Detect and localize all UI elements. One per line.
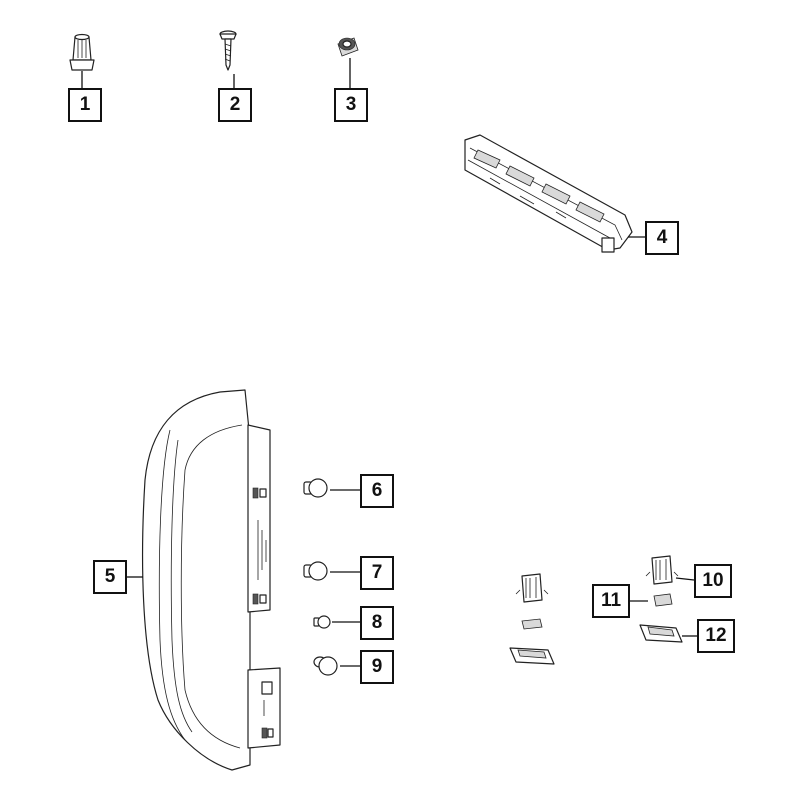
callout-10: 10 (694, 564, 732, 598)
part-2-screw (219, 30, 237, 88)
callout-7: 7 (360, 556, 394, 590)
part-4-stop-lamp (464, 134, 645, 253)
callout-4: 4 (645, 221, 679, 255)
callout-2: 2 (218, 88, 252, 122)
callout-3: 3 (334, 88, 368, 122)
part-3-grommet (337, 37, 359, 88)
license-lamp-assembly (509, 573, 555, 665)
callout-1: 1 (68, 88, 102, 122)
part-9-bulb (313, 656, 360, 676)
part-11-wedge-bulb (628, 593, 673, 607)
part-1-fastener (69, 33, 95, 88)
callout-8: 8 (360, 606, 394, 640)
part-10-socket (645, 555, 695, 585)
callout-9: 9 (360, 650, 394, 684)
part-6-bulb (303, 478, 360, 498)
callout-5: 5 (93, 560, 127, 594)
callout-12: 12 (697, 619, 735, 653)
part-5-tail-lamp (127, 389, 281, 771)
part-8-bulb (313, 615, 360, 629)
callout-6: 6 (360, 474, 394, 508)
part-7-bulb (303, 561, 360, 581)
part-12-lens (639, 624, 697, 643)
callout-11: 11 (592, 584, 630, 618)
